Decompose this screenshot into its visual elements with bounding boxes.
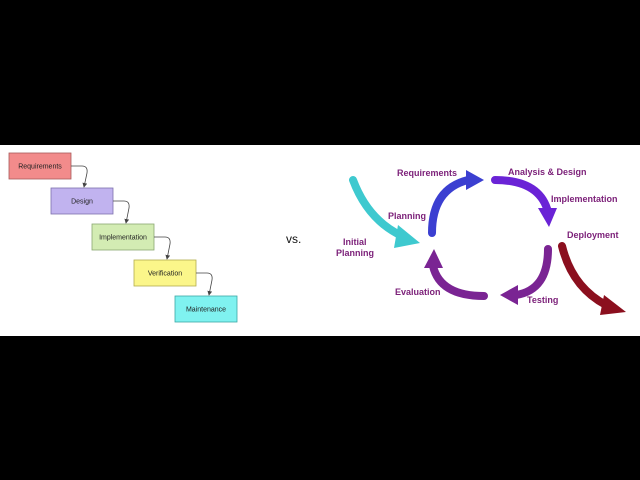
waterfall-label-maintenance: Maintenance	[186, 307, 226, 314]
waterfall-connector-4	[196, 272, 213, 296]
waterfall-connector-2	[113, 200, 130, 224]
waterfall-label-verification: Verification	[148, 271, 182, 278]
deployment-arrowhead	[600, 295, 626, 315]
deployment-arrow	[558, 242, 610, 309]
waterfall-label-implementation: Implementation	[99, 235, 147, 242]
waterfall-box-maintenance	[174, 295, 238, 323]
evaluation-arrow	[429, 262, 488, 300]
diagram-svg: Requirements Design Implementation Verif…	[8, 152, 626, 323]
waterfall-label-requirements: Requirements	[18, 164, 62, 171]
label-planning: Planning	[388, 211, 426, 221]
initial-planning-arrow	[349, 176, 406, 240]
waterfall-label-design: Design	[71, 199, 93, 206]
evaluation-arrowhead	[424, 249, 443, 268]
waterfall-box-requirements	[8, 152, 72, 180]
testing-arrowhead	[500, 285, 518, 305]
label-initial-planning-line2: Planning	[336, 248, 374, 258]
waterfall-connector-1	[71, 165, 88, 188]
label-requirements: Requirements	[397, 168, 457, 178]
label-implementation: Implementation	[551, 194, 618, 204]
waterfall-diagram: Requirements Design Implementation Verif…	[8, 152, 238, 323]
diagram-canvas: Requirements Design Implementation Verif…	[0, 145, 640, 336]
requirements-arrow	[428, 176, 472, 237]
requirements-arrowhead	[466, 170, 484, 190]
waterfall-box-implementation	[91, 223, 155, 251]
vs-separator: vs.	[286, 232, 301, 246]
waterfall-box-design	[50, 187, 114, 215]
label-testing: Testing	[527, 295, 558, 305]
label-analysis-design: Analysis & Design	[508, 167, 587, 177]
analysis-design-arrowhead	[538, 208, 557, 227]
testing-arrow	[512, 245, 552, 299]
iterative-diagram: Initial Planning Planning Requirements A…	[336, 167, 626, 315]
label-evaluation: Evaluation	[395, 287, 441, 297]
analysis-design-arrow	[491, 176, 552, 216]
label-deployment: Deployment	[567, 230, 619, 240]
waterfall-connector-3	[154, 236, 171, 260]
initial-planning-arrowhead	[394, 225, 420, 248]
label-initial-planning-line1: Initial	[343, 237, 367, 247]
